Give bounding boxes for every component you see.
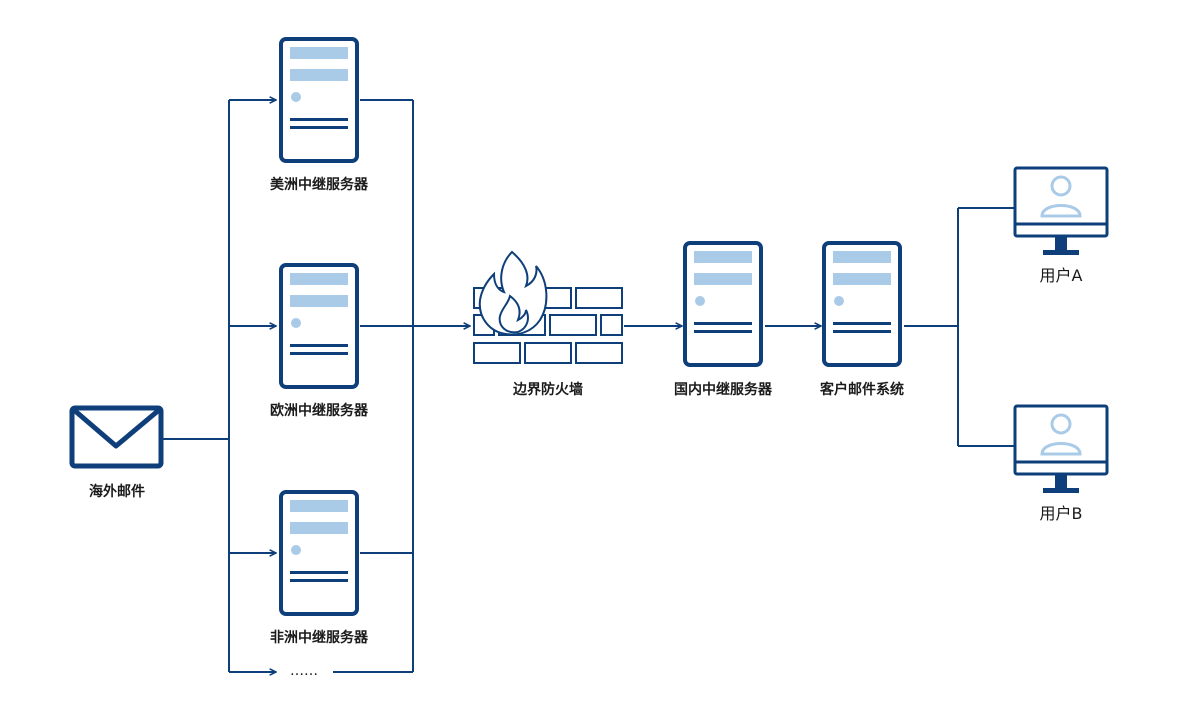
relay-europe-label: 欧洲中继服务器 xyxy=(270,402,369,419)
customer-mail-node: 客户邮件系统 xyxy=(819,241,904,398)
firewall-node: 边界防火墙 xyxy=(473,250,623,398)
connectors xyxy=(163,100,1014,672)
monitor-user-icon xyxy=(1013,166,1109,257)
user-b-node: 用户B xyxy=(1013,404,1109,523)
overseas-mail-node: 海外邮件 xyxy=(69,405,164,500)
overseas-mail-label: 海外邮件 xyxy=(89,483,145,500)
relay-america-node: 美洲中继服务器 xyxy=(270,37,369,193)
envelope-icon xyxy=(69,405,164,469)
domestic-relay-node: 国内中继服务器 xyxy=(674,241,773,398)
server-icon xyxy=(279,263,359,389)
relay-more-label: …… xyxy=(290,663,318,679)
server-icon xyxy=(822,241,902,367)
domestic-relay-label: 国内中继服务器 xyxy=(674,381,773,398)
customer-mail-label: 客户邮件系统 xyxy=(819,381,904,398)
server-icon xyxy=(279,490,359,616)
server-icon xyxy=(683,241,763,367)
user-a-label: 用户A xyxy=(1040,266,1083,285)
firewall-icon xyxy=(473,250,623,364)
relay-africa-node: 非洲中继服务器 xyxy=(270,490,369,646)
relay-america-label: 美洲中继服务器 xyxy=(270,176,369,193)
user-a-node: 用户A xyxy=(1013,166,1109,285)
monitor-user-icon xyxy=(1013,404,1109,495)
relay-africa-label: 非洲中继服务器 xyxy=(270,629,369,646)
server-icon xyxy=(279,37,359,163)
user-b-label: 用户B xyxy=(1040,504,1083,523)
relay-europe-node: 欧洲中继服务器 xyxy=(270,263,369,419)
firewall-label: 边界防火墙 xyxy=(512,381,583,398)
